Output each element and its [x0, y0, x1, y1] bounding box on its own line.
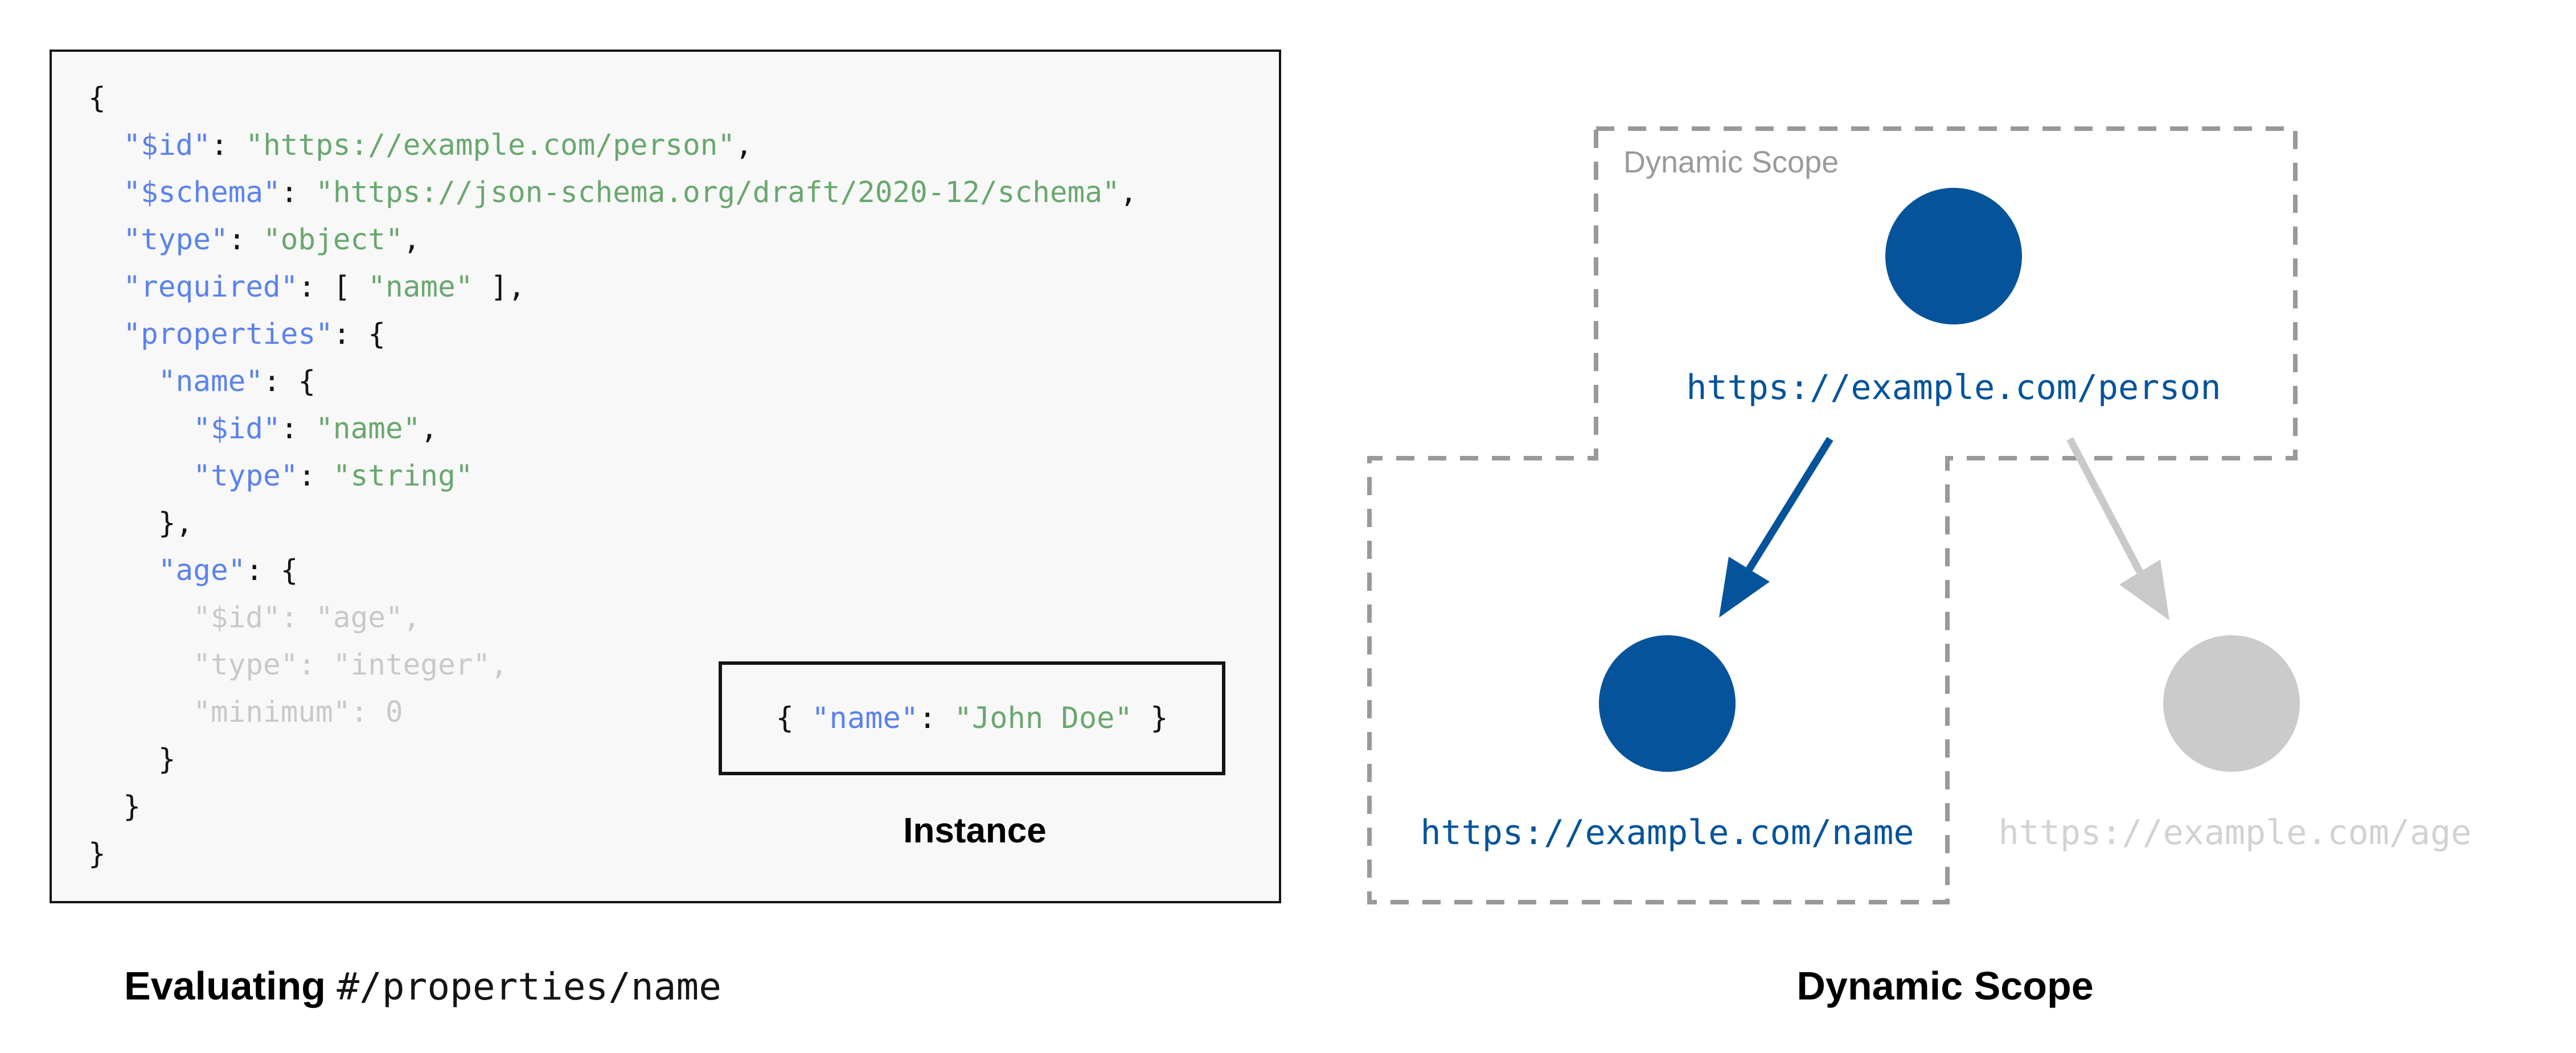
code-token: }: [88, 837, 106, 871]
code-token: {: [88, 81, 106, 115]
code-token: "$id": [193, 412, 281, 446]
code-line: "type": "object",: [88, 216, 1279, 264]
arrow-person-to-age: [2066, 437, 2143, 574]
code-token: : {: [245, 554, 298, 587]
code-token: "https://json-schema.org/draft/2020-12/s…: [315, 176, 1120, 209]
code-token: }: [88, 790, 141, 824]
code-line: "$id": "name",: [88, 405, 1279, 453]
code-token: {: [776, 701, 812, 735]
code-token: "minimum": 0: [88, 696, 403, 729]
age-schema-node: [2163, 635, 2300, 772]
code-token: "John Doe": [954, 701, 1133, 735]
code-line: "$id": "age",: [88, 594, 1279, 641]
instance-box: { "name": "John Doe" }: [719, 661, 1225, 775]
code-line: }: [88, 736, 1279, 783]
code-token: "type": [193, 459, 298, 493]
code-token: : {: [263, 365, 316, 398]
code-token: "string": [333, 459, 473, 493]
code-token: }: [1132, 701, 1168, 735]
code-token: :: [280, 176, 316, 209]
code-line: "type": "string": [88, 453, 1279, 500]
code-line: "type": "integer",: [88, 641, 1279, 689]
code-line: }: [88, 830, 1279, 878]
code-token: : [: [298, 270, 368, 304]
age-node-url: https://example.com/age: [1998, 813, 2472, 853]
person-schema-node: [1885, 188, 2022, 324]
code-token: "type": [123, 223, 228, 257]
code-token: "$id": "age",: [88, 601, 421, 635]
code-token: :: [918, 701, 954, 735]
dynamic-scope-boundary: [1367, 126, 2298, 904]
arrow-person-to-age-head: [2119, 560, 2169, 620]
code-token: "$id": [123, 129, 211, 162]
schema-code-panel: { "$id": "https://example.com/person", "…: [50, 50, 1281, 903]
code-token: "name": [158, 365, 264, 398]
code-line: }: [88, 783, 1279, 830]
code-token: ,: [403, 223, 421, 257]
code-token: "object": [263, 223, 403, 257]
code-line: "properties": {: [88, 311, 1279, 358]
code-token: :: [210, 129, 246, 162]
code-token: "age": [158, 554, 246, 587]
code-token: "type": "integer",: [88, 648, 508, 682]
evaluating-caption-pointer: #/properties/name: [337, 965, 721, 1009]
schema-code: { "$id": "https://example.com/person", "…: [52, 52, 1279, 878]
code-token: ,: [1119, 176, 1138, 209]
code-token: "$schema": [123, 176, 281, 209]
code-token: :: [298, 459, 333, 493]
instance-label: Instance: [903, 811, 1047, 850]
code-token: ,: [420, 412, 438, 446]
code-token: "name": [368, 270, 473, 304]
code-line: "age": {: [88, 547, 1279, 594]
arrow-person-to-name: [1746, 437, 1833, 571]
dynamic-scope-caption: Dynamic Scope: [1796, 964, 2094, 1008]
code-token: "name": [811, 701, 919, 735]
code-line: "minimum": 0: [88, 689, 1279, 736]
code-line: {: [88, 75, 1279, 122]
code-token: "properties": [123, 318, 333, 351]
evaluating-caption: Evaluating #/properties/name: [124, 963, 721, 1009]
code-line: "required": [ "name" ],: [88, 264, 1279, 311]
evaluating-caption-bold: Evaluating: [124, 964, 326, 1008]
code-token: : {: [333, 318, 386, 351]
code-token: :: [228, 223, 264, 257]
code-line: "name": {: [88, 358, 1279, 405]
name-schema-node: [1599, 635, 1736, 772]
name-node-url: https://example.com/name: [1420, 813, 1914, 853]
code-token: :: [280, 412, 316, 446]
person-node-url: https://example.com/person: [1686, 368, 2221, 408]
code-token: "required": [123, 270, 298, 304]
code-line: "$id": "https://example.com/person",: [88, 122, 1279, 169]
code-token: }: [88, 743, 176, 776]
code-token: ],: [473, 270, 526, 304]
code-line: "$schema": "https://json-schema.org/draf…: [88, 169, 1279, 216]
code-token: "name": [315, 412, 421, 446]
arrow-person-to-name-head: [1719, 557, 1770, 618]
code-token: "https://example.com/person": [245, 129, 736, 162]
code-line: },: [88, 500, 1279, 547]
instance-code: { "name": "John Doe" }: [776, 701, 1168, 735]
code-token: ,: [735, 129, 753, 162]
dynamic-scope-boundary-label: Dynamic Scope: [1623, 145, 1839, 179]
code-token: },: [88, 507, 194, 540]
